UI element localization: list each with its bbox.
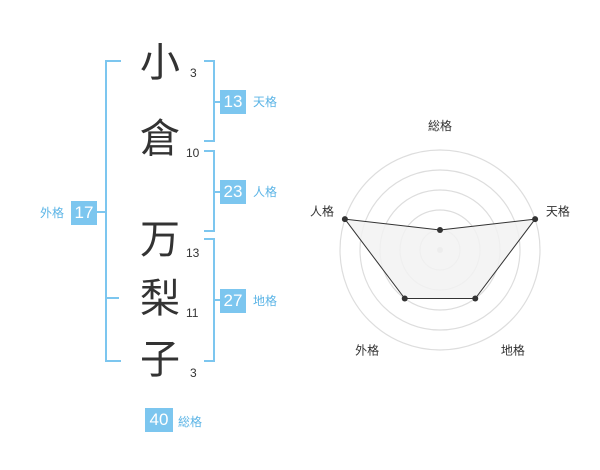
radar-ring-4: [359, 169, 521, 331]
radar-axis-label-2: 天格: [546, 204, 570, 219]
tenkaku-label: 天格: [253, 95, 278, 109]
radar-point-3: [472, 295, 479, 302]
radar-data-polygon: [343, 218, 537, 300]
gaikaku-label: 外格: [40, 206, 65, 220]
tenkaku-value: 13: [220, 90, 246, 114]
stroke-count-2: 10: [186, 146, 200, 160]
name-char-1: 小: [140, 40, 180, 86]
jinkaku-value: 23: [220, 180, 246, 204]
radar-axis-label-3: 地格: [501, 342, 525, 357]
outer-bracket-tick: [90, 211, 105, 213]
radar-point-4: [401, 295, 408, 302]
inner-bracket-tick: [107, 297, 119, 299]
soukaku-value: 40: [145, 408, 173, 432]
radar-point-2: [532, 216, 539, 223]
chikaku-bracket: [204, 238, 215, 362]
stroke-count-5: 3: [190, 366, 197, 380]
tenkaku-tick: [215, 101, 220, 103]
chikaku-tick: [215, 299, 220, 301]
stroke-count-4: 11: [186, 306, 199, 320]
stroke-count-3: 13: [186, 246, 200, 260]
stroke-count-1: 3: [190, 66, 197, 80]
radar-axis-label-4: 外格: [355, 342, 379, 357]
name-char-4: 梨: [140, 276, 180, 322]
name-char-5: 子: [140, 337, 180, 383]
outer-bracket: [105, 60, 121, 362]
chikaku-label: 地格: [253, 294, 278, 308]
jinkaku-label: 人格: [253, 185, 278, 199]
jinkaku-bracket: [204, 150, 215, 232]
radar-ring-5: [339, 149, 541, 351]
tenkaku-bracket: [204, 60, 215, 142]
name-char-3: 万: [140, 217, 180, 263]
name-char-2: 倉: [140, 116, 180, 162]
radar-point-5: [341, 216, 348, 223]
radar-point-1: [437, 227, 443, 233]
gaikaku-value: 17: [71, 201, 97, 225]
jinkaku-tick: [215, 191, 220, 193]
radar-axis-label-1: 総格: [428, 118, 452, 133]
radar-axis-label-5: 人格: [310, 204, 334, 219]
chikaku-value: 27: [220, 289, 246, 313]
soukaku-label: 総格: [178, 415, 203, 429]
